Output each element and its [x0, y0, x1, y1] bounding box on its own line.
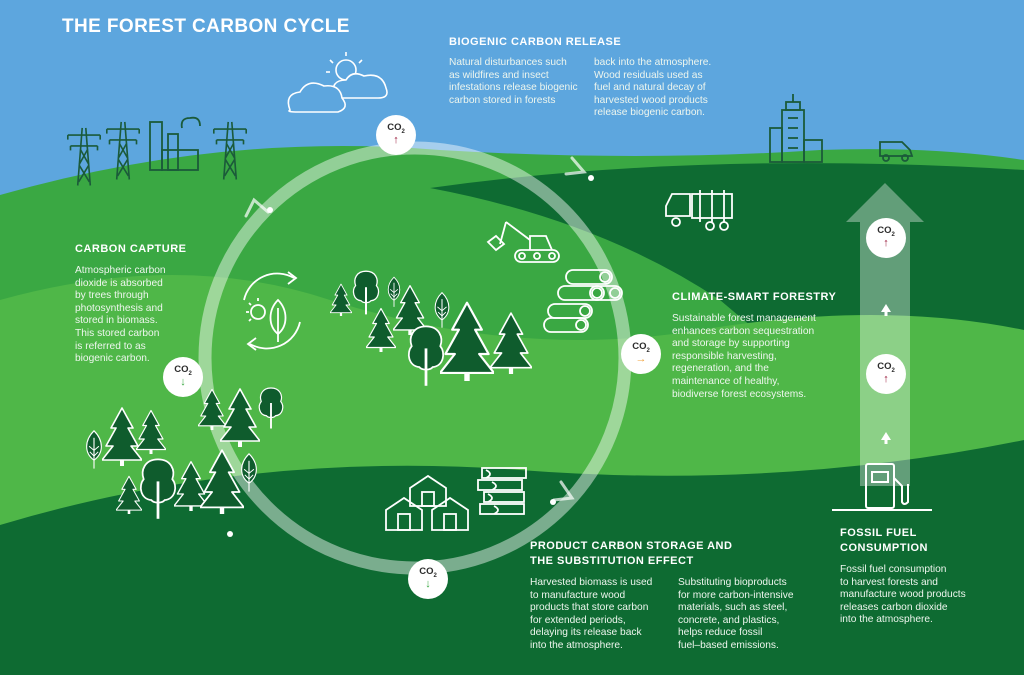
text-line: by trees through [75, 290, 149, 302]
text-line: fuel and natural decay of [594, 82, 706, 94]
text-line: Sustainable forest management [672, 313, 816, 324]
biogenic-text-col1: Natural disturbances such as wildfires a… [449, 57, 578, 107]
text-line: maintenance of healthy, [672, 375, 780, 387]
co2-label: CO2 [632, 341, 650, 354]
text-line: and storage by supporting [672, 338, 790, 350]
van-icon [879, 141, 914, 162]
text-line: Natural disturbances such [449, 57, 567, 68]
text-line: carbon stored in forests [449, 94, 556, 106]
fossil-heading: FOSSIL FUEL CONSUMPTION [840, 526, 928, 556]
page-title: THE FOREST CARBON CYCLE [62, 16, 350, 37]
co2-label: CO2 [877, 225, 895, 238]
hill-bottom-dark [0, 440, 1024, 675]
co2-label: CO2 [387, 122, 405, 135]
text-line: This stored carbon [75, 327, 160, 339]
text-line: to harvest forests and [840, 576, 938, 588]
text-line: Substituting bioproducts [678, 577, 787, 588]
photosynthesis-cycle-icon [243, 271, 301, 351]
product-text-col1: Harvested biomass is used to manufacture… [530, 577, 652, 653]
text-line: releases carbon dioxide [840, 601, 948, 613]
text-line: into the atmosphere. [530, 639, 623, 651]
fossil-small-arrows [881, 304, 891, 444]
cloud-sun-icon [287, 52, 388, 113]
text-line: regeneration, and the [672, 363, 769, 375]
text-line: biodiverse forest ecosystems. [672, 388, 807, 400]
text-line: Atmospheric carbon [75, 265, 166, 276]
text-line: photosynthesis and [75, 302, 163, 314]
product-heading: PRODUCT CARBON STORAGE AND THE SUBSTITUT… [530, 539, 732, 569]
city-building-icon [769, 94, 823, 163]
fossil-fuel-arrow [846, 183, 924, 486]
climate-heading: CLIMATE-SMART FORESTRY [672, 291, 837, 303]
text-line: manufacture wood products [840, 589, 966, 601]
text-line: for extended periods, [530, 614, 626, 626]
text-line: products that store carbon [530, 602, 649, 614]
fossil-text: Fossil fuel consumption to harvest fores… [840, 564, 966, 627]
text-line: concrete, and plastics, [678, 614, 780, 626]
text-line: as wildfires and insect [449, 69, 549, 81]
co2-up-arrow-icon: ↑ [883, 373, 889, 385]
text-line: is referred to as [75, 340, 146, 352]
co2-badge-fossil-mid: CO2 ↑ [866, 354, 906, 394]
co2-up-arrow-icon: ↑ [883, 237, 889, 249]
text-line: into the atmosphere. [840, 614, 933, 626]
co2-down-arrow-icon: ↓ [180, 376, 186, 388]
biogenic-heading: BIOGENIC CARBON RELEASE [449, 36, 622, 48]
heading-line: FOSSIL FUEL [840, 527, 917, 539]
heading-line: CONSUMPTION [840, 542, 928, 554]
factory-icon [149, 116, 201, 171]
text-line: to manufacture wood [530, 589, 626, 601]
text-line: delaying its release back [530, 627, 642, 639]
co2-badge-fossil-top: CO2 ↑ [866, 218, 906, 258]
text-line: Harvested biomass is used [530, 577, 653, 588]
cycle-arrowheads [244, 156, 587, 502]
house-icon [385, 474, 469, 531]
text-line: release biogenic carbon. [594, 107, 706, 119]
co2-badge-product: CO2 ↓ [408, 559, 448, 599]
text-line: infestations release biogenic [449, 82, 578, 94]
product-text-col2: Substituting bioproducts for more carbon… [678, 577, 794, 653]
capture-heading: CARBON CAPTURE [75, 243, 187, 255]
co2-right-arrow-icon: → [635, 353, 647, 365]
text-line: Fossil fuel consumption [840, 564, 947, 575]
co2-up-arrow-icon: ↑ [393, 134, 399, 146]
climate-text: Sustainable forest management enhances c… [672, 313, 816, 401]
co2-label: CO2 [419, 566, 437, 579]
text-line: helps reduce fossil [678, 627, 763, 639]
biogenic-text-col2: back into the atmosphere. Wood residuals… [594, 57, 711, 120]
co2-badge-capture: CO2 ↓ [163, 357, 203, 397]
co2-badge-release: CO2 ↑ [376, 115, 416, 155]
cycle-dots [227, 175, 594, 537]
co2-label: CO2 [877, 361, 895, 374]
heading-line: THE SUBSTITUTION EFFECT [530, 555, 694, 567]
text-line: responsible harvesting, [672, 350, 777, 362]
text-line: stored in biomass. [75, 315, 158, 327]
co2-label: CO2 [174, 364, 192, 377]
capture-text: Atmospheric carbon dioxide is absorbed b… [75, 265, 166, 366]
text-line: harvested wood products [594, 94, 708, 106]
text-line: fuel–based emissions. [678, 639, 779, 651]
logging-truck-icon [665, 190, 733, 231]
fuel-pump-icon [865, 463, 909, 509]
text-line: back into the atmosphere. [594, 57, 712, 68]
co2-badge-forestry: CO2 → [621, 334, 661, 374]
text-line: enhances carbon sequestration [672, 325, 815, 337]
lumber-stack-icon [477, 467, 527, 515]
text-line: biogenic carbon. [75, 353, 150, 365]
text-line: dioxide is absorbed [75, 277, 163, 289]
heading-line: PRODUCT CARBON STORAGE AND [530, 540, 733, 552]
text-line: Wood residuals used as [594, 69, 703, 81]
text-line: for more carbon-intensive [678, 589, 794, 601]
co2-down-arrow-icon: ↓ [425, 578, 431, 590]
log-pile-icon [543, 269, 623, 333]
text-line: materials, such as steel, [678, 602, 788, 614]
forest-harvester-icon [486, 221, 560, 263]
